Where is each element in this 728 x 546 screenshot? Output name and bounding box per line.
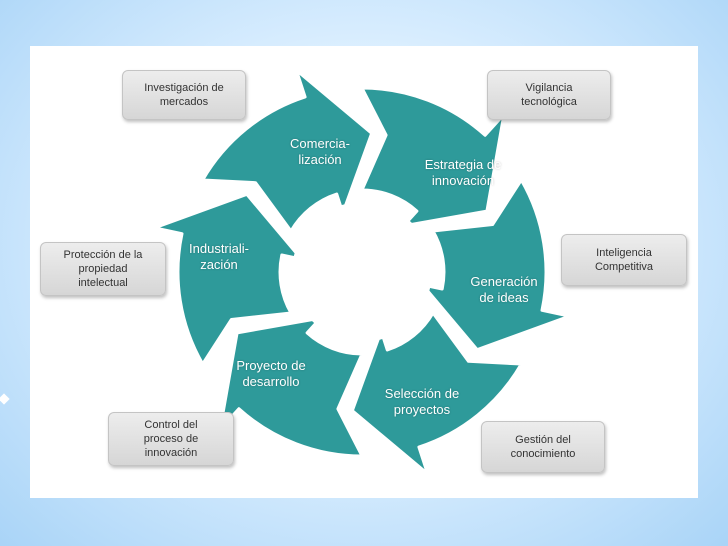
box-inteligencia-competitiva: Inteligencia Competitiva [561, 234, 687, 286]
slide-edge-star [0, 393, 10, 405]
stage-label-generacion: Generación de ideas [470, 274, 538, 305]
cycle-hub [292, 202, 432, 342]
slide-panel: Comercia- lización Estrategia de innovac… [30, 46, 698, 498]
cycle-arrow-generacion [421, 178, 571, 352]
box-control-proceso: Control del proceso de innovación [108, 412, 234, 466]
cycle-arrow-seleccion [350, 311, 523, 476]
box-gestion-conocimiento: Gestión del conocimiento [481, 421, 605, 473]
stage-label-proyecto: Proyecto de desarrollo [236, 358, 306, 389]
box-vigilancia-tecnologica: Vigilancia tecnológica [487, 70, 611, 120]
cycle-arrow-comercializacion [201, 68, 374, 233]
stage-label-industrializacion: Industriali- zación [189, 241, 249, 272]
stage-label-seleccion: Selección de proyectos [384, 386, 460, 417]
cycle-arrow-industrializacion [153, 192, 303, 366]
box-investigacion-mercados: Investigación de mercados [122, 70, 246, 120]
stage-label-estrategia: Estrategia de innovación [424, 157, 502, 188]
box-proteccion-propiedad: Protección de la propiedad intelectual [40, 242, 166, 296]
stage-label-comercializacion: Comercia- lización [290, 136, 350, 167]
